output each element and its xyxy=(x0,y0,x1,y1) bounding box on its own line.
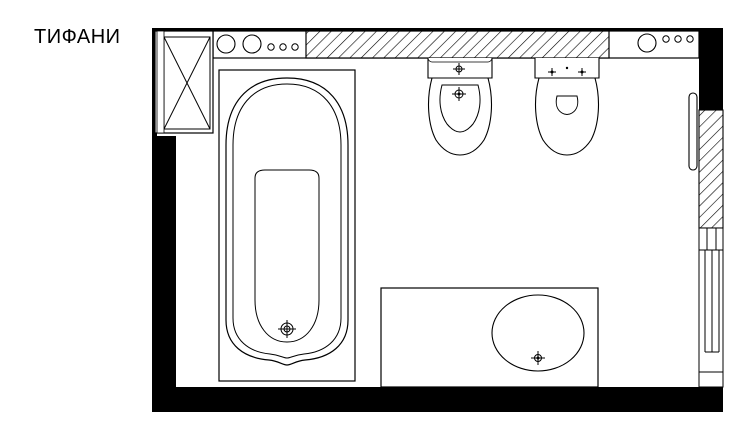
knob-icon xyxy=(686,35,694,43)
knob-icon xyxy=(279,43,287,51)
tap-icon xyxy=(242,34,262,54)
wall-top xyxy=(152,28,723,31)
wall-right-upper xyxy=(699,28,723,110)
tap-icon xyxy=(453,63,465,75)
knob-icon xyxy=(662,35,670,43)
wall-left xyxy=(152,136,176,412)
drain-icon xyxy=(452,87,466,101)
vanity xyxy=(380,287,599,388)
top-counter xyxy=(212,30,700,59)
drain-icon xyxy=(531,351,545,365)
door xyxy=(698,249,724,388)
walls xyxy=(152,28,723,412)
wall-bottom xyxy=(152,387,723,412)
knob-icon xyxy=(291,43,299,51)
towel-rail xyxy=(688,92,698,171)
knob-icon xyxy=(267,43,275,51)
plan-title: ТИФАНИ xyxy=(34,26,121,48)
knob-icon xyxy=(674,35,682,43)
tap-icon xyxy=(637,33,657,53)
hatched-duct xyxy=(305,30,610,59)
tap-icon xyxy=(216,34,236,54)
button-icon xyxy=(548,68,556,76)
right-wall-hatched xyxy=(698,109,724,251)
shower-cabinet xyxy=(154,30,214,134)
drain-icon xyxy=(278,320,296,338)
toilet xyxy=(534,58,600,156)
bidet xyxy=(427,57,493,156)
sink-bowl xyxy=(491,294,585,372)
bathtub xyxy=(218,69,356,382)
button-icon xyxy=(578,68,586,76)
